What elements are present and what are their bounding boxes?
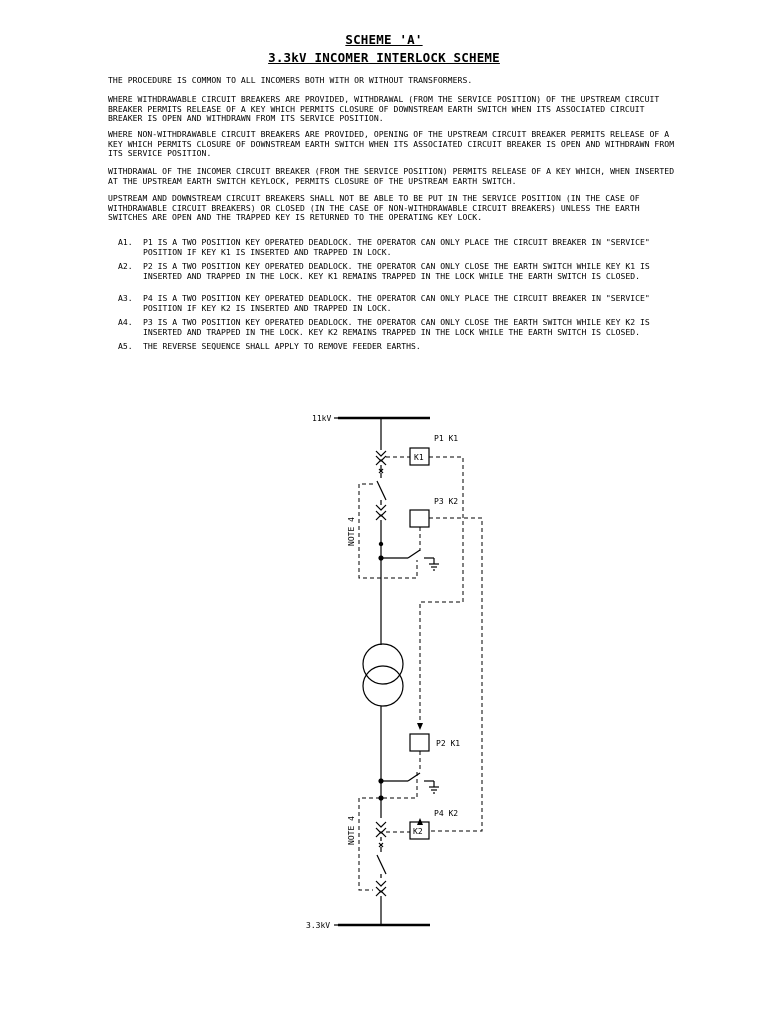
lock-label-p4: P4 K2 (434, 809, 458, 818)
junction-dot (378, 555, 384, 561)
list-item-number: A3. (118, 293, 133, 303)
transformer-primary (362, 643, 404, 685)
bus-label-top: 11kV (312, 414, 331, 423)
note-label-top: NOTE 4 (347, 517, 356, 546)
paragraph-4: WITHDRAWAL OF THE INCOMER CIRCUIT BREAKE… (108, 166, 675, 186)
lock-label-p3: P3 K2 (434, 497, 458, 506)
bus-label-bottom: 3.3kV (306, 921, 330, 930)
isolator-contact (375, 459, 387, 466)
list-item-number: A4. (118, 317, 133, 327)
list-item-text: P3 IS A TWO POSITION KEY OPERATED DEADLO… (143, 317, 650, 337)
keylock-p3-box (409, 509, 430, 528)
list-item-text: P1 IS A TWO POSITION KEY OPERATED DEADLO… (143, 237, 650, 257)
page-title: SCHEME 'A' (345, 32, 423, 47)
key-label-k1: K1 (414, 453, 424, 462)
paragraph-5: UPSTREAM AND DOWNSTREAM CIRCUIT BREAKERS… (108, 193, 640, 223)
lock-label-p2: P2 K1 (436, 739, 460, 748)
paragraph-1: THE PROCEDURE IS COMMON TO ALL INCOMERS … (108, 75, 473, 85)
keylock-p2-box (409, 733, 430, 752)
lock-label-p1: P1 K1 (434, 434, 458, 443)
circuit-breaker-upper (376, 480, 387, 501)
junction-dot (378, 795, 384, 801)
junction-dot (378, 541, 384, 547)
list-item-text: THE REVERSE SEQUENCE SHALL APPLY TO REMO… (143, 341, 421, 351)
list-item-text: P2 IS A TWO POSITION KEY OPERATED DEADLO… (143, 261, 650, 281)
list-item-number: A5. (118, 341, 133, 351)
earth-switch-lower (407, 772, 421, 782)
paragraph-3: WHERE NON-WITHDRAWABLE CIRCUIT BREAKERS … (108, 129, 675, 159)
earth-switch-upper (407, 549, 421, 559)
list-item-number: A2. (118, 261, 133, 271)
page-subtitle: 3.3kV INCOMER INTERLOCK SCHEME (268, 50, 500, 65)
junction-dot (378, 778, 384, 784)
list-item-number: A1. (118, 237, 133, 247)
isolator-contact (375, 455, 387, 462)
paragraph-2: WHERE WITHDRAWABLE CIRCUIT BREAKERS ARE … (108, 94, 660, 124)
key-label-k2: K2 (413, 827, 423, 836)
note-label-bottom: NOTE 4 (347, 816, 356, 845)
list-item-text: P4 IS A TWO POSITION KEY OPERATED DEADLO… (143, 293, 650, 313)
circuit-breaker-lower (376, 854, 387, 875)
isolator-contact (375, 450, 387, 457)
transformer-secondary (362, 665, 404, 707)
